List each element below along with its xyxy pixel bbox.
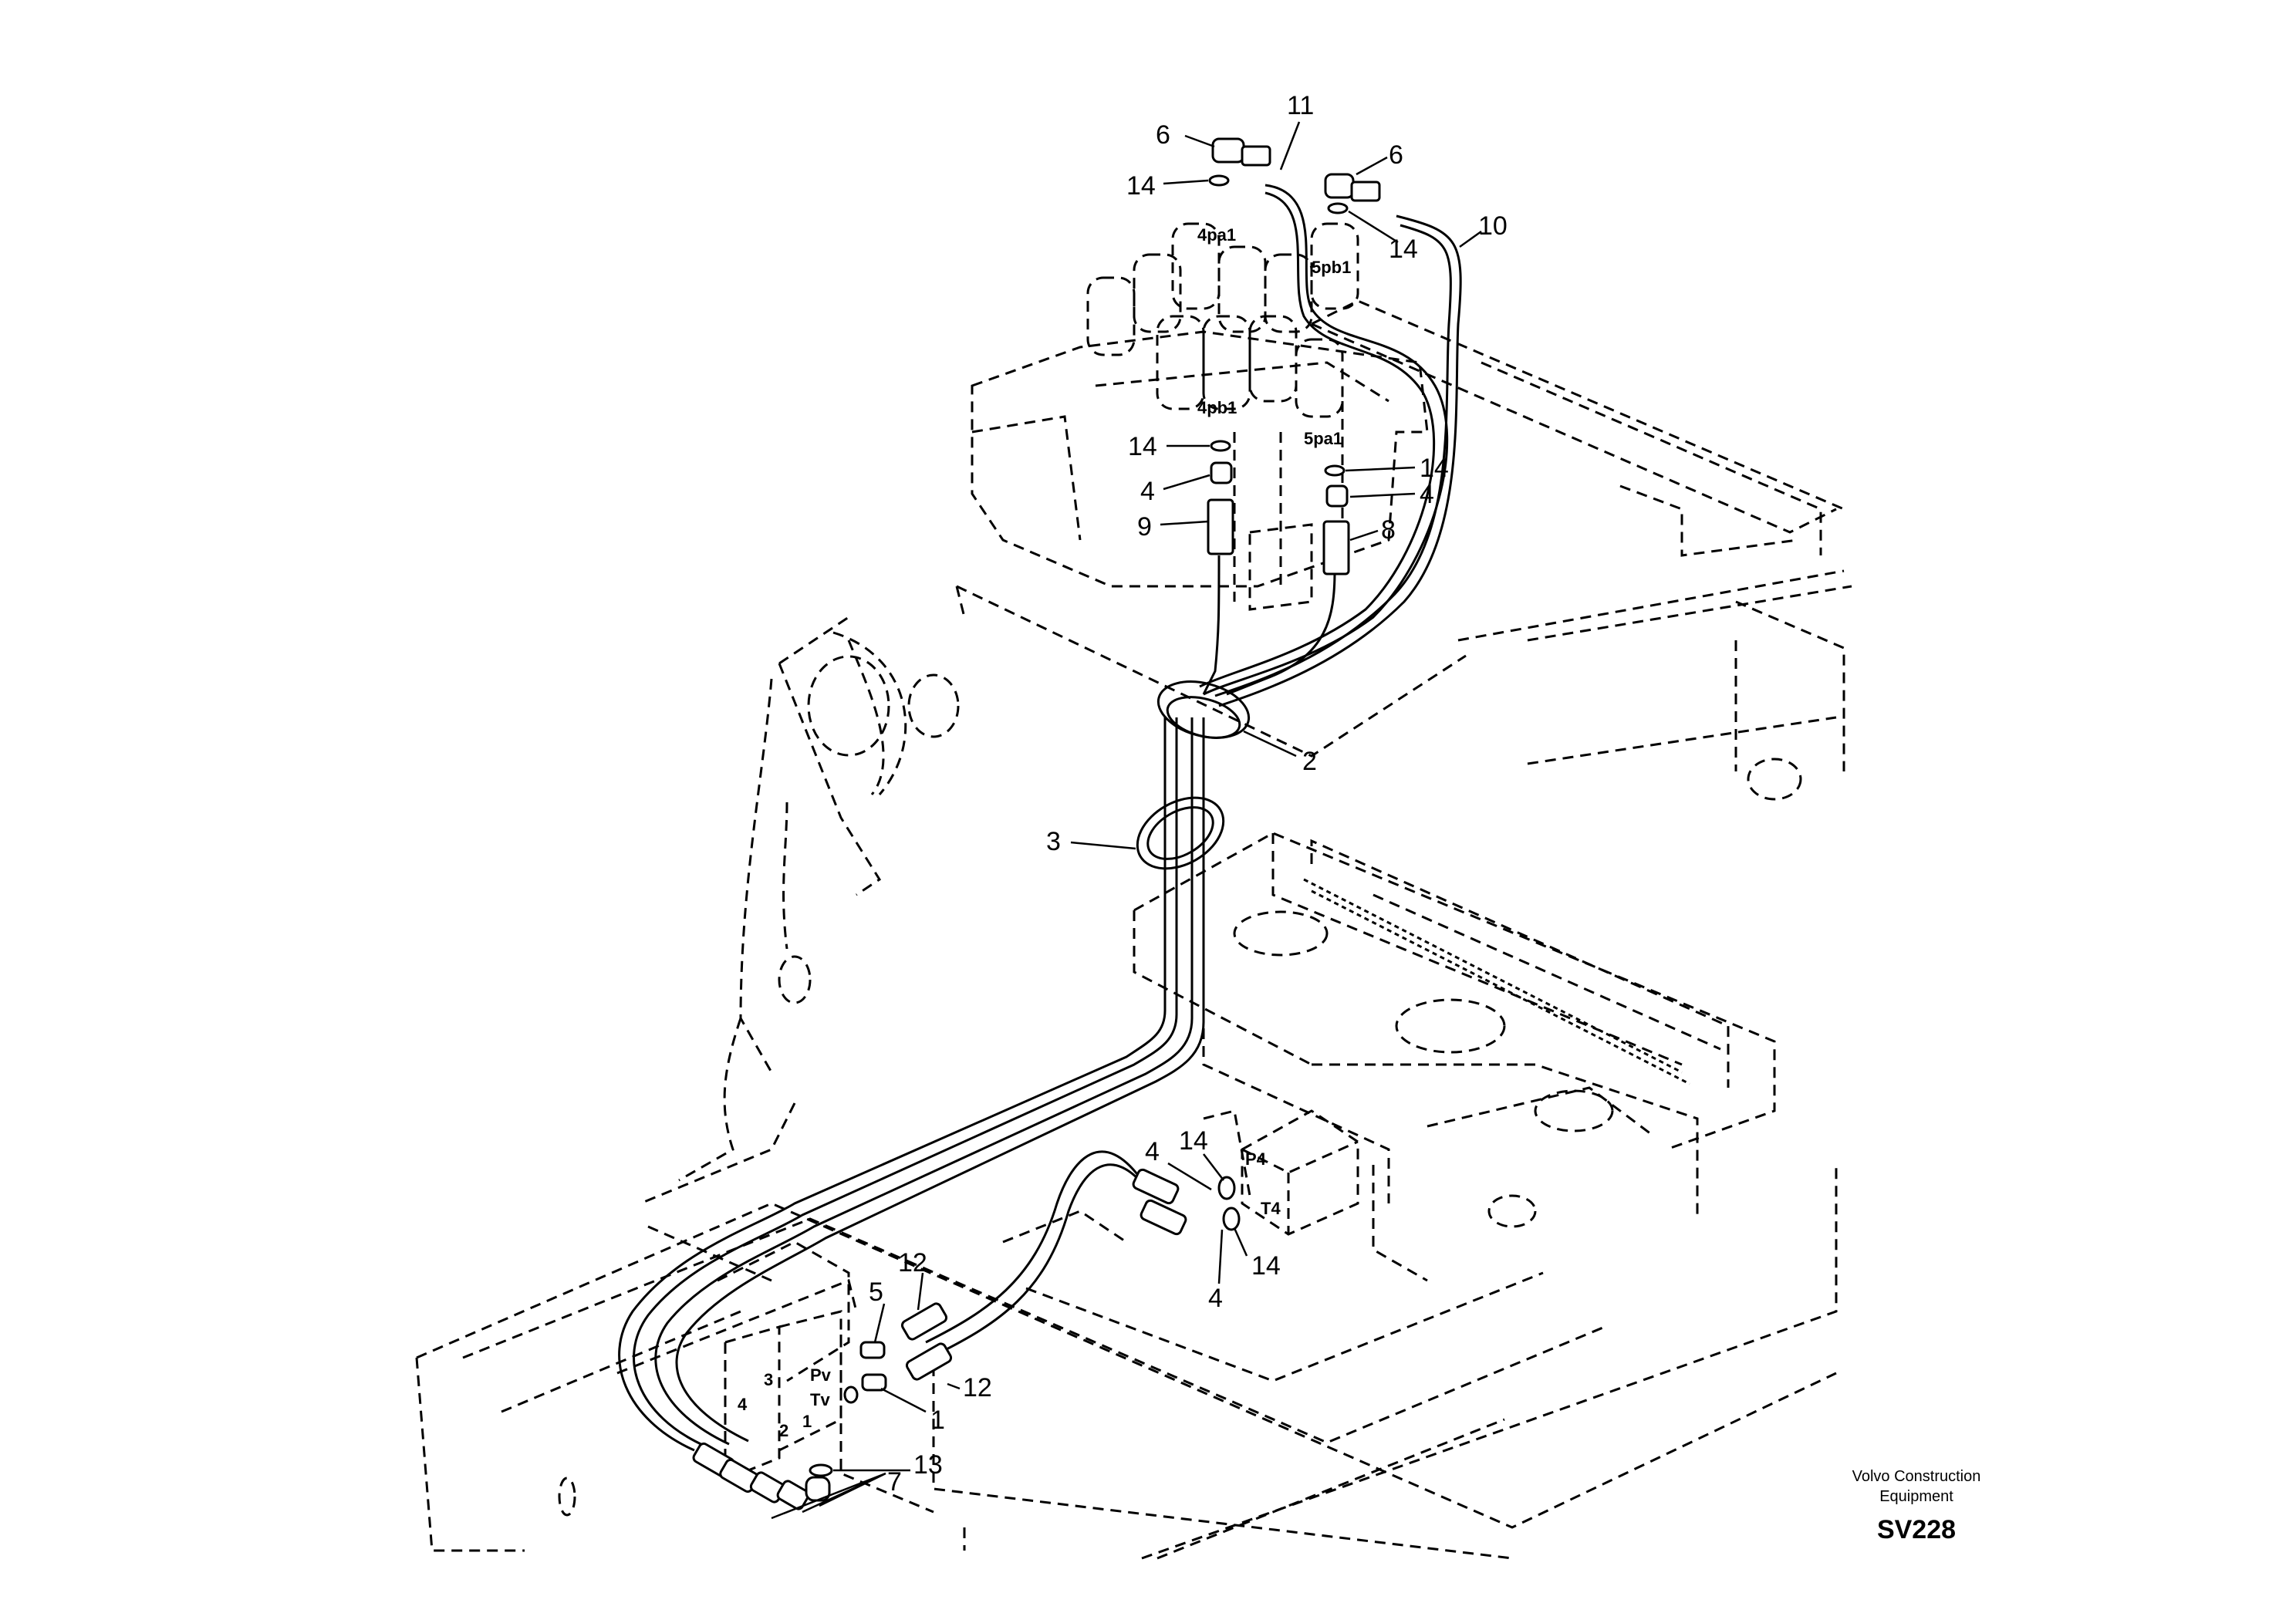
hose-ends-7	[692, 1442, 831, 1510]
callout-9: 9	[1137, 512, 1152, 542]
control-valve-block	[971, 222, 1429, 611]
port-label-4pa1: 4pa1	[1197, 225, 1236, 245]
port-label-5pb1: 5pb1	[1312, 258, 1351, 277]
callout-14-d: 14	[1420, 454, 1449, 483]
pilot-valve-block	[647, 1225, 850, 1475]
callout-11: 11	[1287, 91, 1314, 120]
callout-14-b: 14	[1389, 235, 1418, 264]
callout-12-top: 12	[898, 1248, 927, 1277]
callout-4-d: 4	[1208, 1284, 1223, 1313]
adapter-fitting-4-right	[1322, 484, 1350, 575]
callout-7: 7	[887, 1467, 902, 1497]
callout-numbers: 11 6 6 14 14 10 14 14 4 4 9 8 2 3 14 4 1…	[869, 91, 1508, 1497]
hose-bundle	[618, 184, 1462, 1452]
hose-clamp-3	[1136, 796, 1225, 870]
callout-3: 3	[1046, 827, 1061, 856]
adapter-fittings-1-5	[843, 1341, 887, 1404]
callout-1: 1	[930, 1406, 945, 1435]
callout-12-bottom: 12	[963, 1373, 992, 1402]
port-label-4: 4	[738, 1395, 748, 1414]
port-label-3: 3	[764, 1370, 773, 1389]
port-label-tv: Tv	[810, 1390, 830, 1409]
callout-5: 5	[869, 1277, 883, 1307]
port-label-pv: Pv	[810, 1365, 832, 1385]
callout-14-a: 14	[1126, 171, 1156, 201]
callout-8: 8	[1381, 515, 1396, 545]
callout-4-c: 4	[1145, 1137, 1160, 1166]
credit-company-line2: Equipment	[1879, 1488, 1953, 1505]
port-labels: 4pa1 5pb1 4pb1 5pa1 P4 T4 Pv Tv 3 4 2 1	[738, 225, 1351, 1440]
callout-6-left: 6	[1156, 120, 1170, 150]
callout-2: 2	[1302, 747, 1317, 776]
callout-14-c: 14	[1128, 432, 1157, 461]
credit-company-line1: Volvo Construction	[1852, 1468, 1981, 1485]
port-label-1: 1	[802, 1412, 812, 1431]
callout-10: 10	[1478, 211, 1508, 241]
callout-6-right: 6	[1389, 140, 1403, 170]
callout-14-e: 14	[1179, 1126, 1208, 1156]
port-label-p4: P4	[1245, 1149, 1267, 1169]
figure-code: SV228	[1877, 1515, 1956, 1544]
port-block-p4-t4	[1241, 1109, 1359, 1236]
hose-clamp-2	[1156, 680, 1251, 739]
port-label-5pa1: 5pa1	[1304, 429, 1342, 448]
elbow-fitting-6-right	[1324, 173, 1381, 202]
credit-block: Volvo Construction Equipment SV228	[1852, 1468, 1981, 1544]
port-label-t4: T4	[1261, 1199, 1281, 1218]
port-label-2: 2	[779, 1421, 788, 1440]
callout-4-left: 4	[1140, 477, 1155, 506]
leader-lines	[771, 121, 1482, 1520]
adapter-fitting-4-left	[1207, 461, 1234, 555]
callout-13: 13	[913, 1450, 943, 1480]
machine-frame-outline	[415, 299, 1852, 1560]
callout-4-right: 4	[1420, 480, 1434, 509]
port-label-4pb1: 4pb1	[1197, 398, 1237, 417]
callout-14-f: 14	[1251, 1251, 1281, 1281]
hose-ends-12	[900, 1168, 1187, 1381]
elbow-fitting-6-left	[1211, 137, 1271, 167]
o-ring-14-group	[809, 174, 1349, 1477]
